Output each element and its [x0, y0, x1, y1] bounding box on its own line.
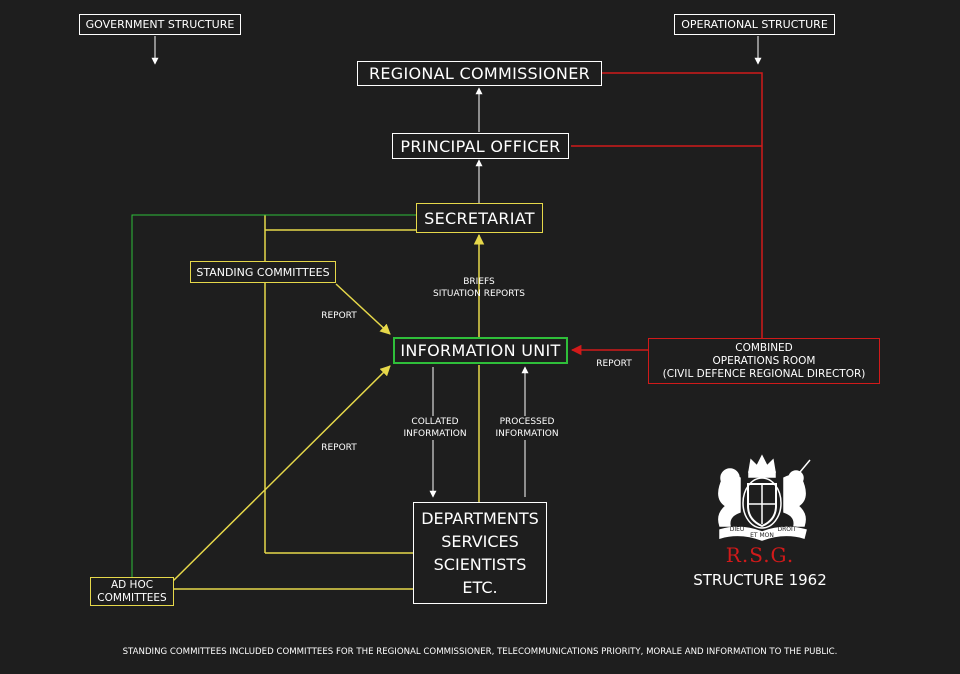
- structure-1962-subtitle: STRUCTURE 1962: [693, 571, 827, 589]
- motto-bottom-text: ET MON: [750, 532, 774, 539]
- briefs-situation-reports-label: BRIEFS SITUATION REPORTS: [433, 277, 525, 299]
- principal-officer-node: PRINCIPAL OFFICER: [392, 133, 569, 159]
- collated-information-label: COLLATED INFORMATION: [394, 416, 476, 440]
- ad-hoc-committees-node: AD HOC COMMITTEES: [90, 577, 174, 606]
- standing-report-label: REPORT: [321, 311, 357, 321]
- combined-report-label: REPORT: [596, 359, 632, 369]
- secretariat-to-adhoc-green-line: [131, 214, 416, 578]
- standing-report-arrow: [335, 283, 391, 335]
- standing-committees-node: STANDING COMMITTEES: [190, 261, 336, 283]
- commissioner-red-line: [602, 72, 763, 338]
- adhoc-report-arrow: [171, 365, 391, 583]
- secretariat-node: SECRETARIAT: [416, 203, 543, 233]
- government-structure-header: GOVERNMENT STRUCTURE: [79, 14, 241, 35]
- motto-right-text: DROIT: [777, 526, 797, 533]
- processed-information-label: PROCESSED INFORMATION: [486, 416, 568, 440]
- regional-commissioner-node: REGIONAL COMMISSIONER: [357, 61, 602, 86]
- information-unit-node: INFORMATION UNIT: [393, 337, 568, 364]
- departments-node: DEPARTMENTS SERVICES SCIENTISTS ETC.: [413, 502, 547, 604]
- combined-operations-room-node: COMBINED OPERATIONS ROOM (CIVIL DEFENCE …: [648, 338, 880, 384]
- motto-left-text: DIEU: [729, 526, 745, 533]
- footnote: STANDING COMMITTEES INCLUDED COMMITTEES …: [122, 647, 838, 657]
- adhoc-report-label: REPORT: [321, 443, 357, 453]
- rsg-title: R.S.G.: [725, 543, 795, 567]
- royal-coat-of-arms-icon: [718, 454, 811, 541]
- operational-structure-header: OPERATIONAL STRUCTURE: [674, 14, 835, 35]
